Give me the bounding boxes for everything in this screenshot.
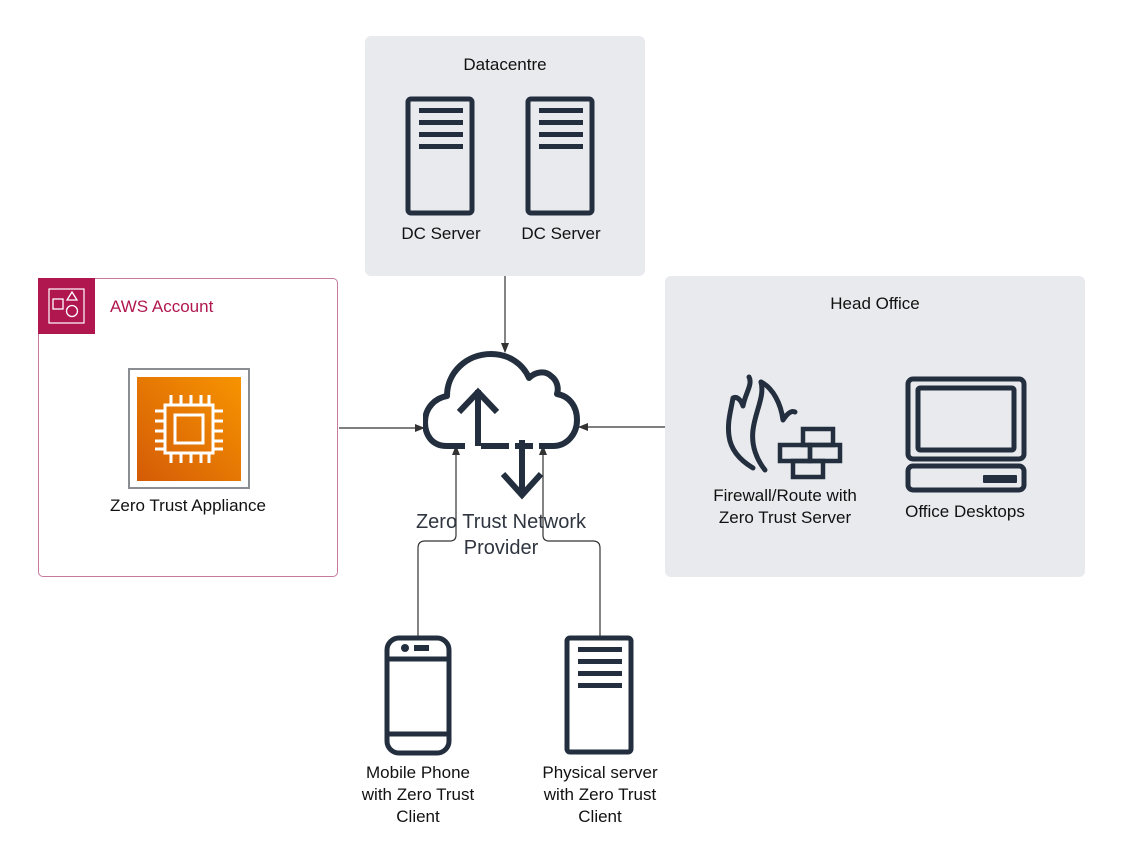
zero-trust-provider-label-line1: Zero Trust Network — [415, 511, 587, 533]
dc-server-2-label: DC Server — [521, 224, 601, 243]
physical-server-label-line1: Physical server — [542, 763, 658, 782]
aws-account-badge — [38, 278, 95, 334]
firewall-icon[interactable] — [723, 374, 848, 480]
firewall-label-line1: Firewall/Route with — [713, 486, 857, 505]
head-office-group[interactable]: Head Office Firewall/Route with Zero Tru… — [665, 276, 1085, 577]
datacentre-group[interactable]: Datacentre DC Server DC Server — [365, 36, 645, 276]
aws-account-icon — [48, 288, 85, 324]
head-office-title: Head Office — [830, 294, 920, 313]
zero-trust-appliance-label: Zero Trust Appliance — [110, 496, 266, 515]
office-desktops-label: Office Desktops — [905, 502, 1025, 521]
ec2-instance-icon — [137, 377, 241, 481]
connector-physical-server — [539, 445, 601, 636]
mobile-phone-icon[interactable] — [384, 635, 452, 757]
connector-mobile — [417, 445, 460, 636]
physical-server-label-line3: Client — [578, 807, 622, 826]
aws-account-title: AWS Account — [110, 297, 214, 316]
dc-server-1-label: DC Server — [401, 224, 481, 243]
mobile-phone-label-line3: Client — [396, 807, 440, 826]
mobile-phone-label-line2: with Zero Trust — [361, 785, 475, 804]
server-icon[interactable] — [525, 96, 597, 218]
zero-trust-provider-label-line2: Provider — [463, 537, 539, 559]
firewall-label-line2: Zero Trust Server — [718, 508, 852, 527]
mobile-phone-label-line1: Mobile Phone — [366, 763, 470, 782]
ec2-instance-frame[interactable] — [128, 368, 250, 489]
server-icon[interactable] — [564, 635, 636, 757]
cloud-upload-download-icon[interactable] — [423, 350, 581, 502]
datacentre-title: Datacentre — [463, 55, 547, 74]
aws-account-group[interactable]: AWS Account Zero Trust Appliance — [38, 278, 338, 577]
desktop-computer-icon[interactable] — [905, 376, 1027, 496]
physical-server-label-line2: with Zero Trust — [543, 785, 657, 804]
server-icon[interactable] — [405, 96, 477, 218]
